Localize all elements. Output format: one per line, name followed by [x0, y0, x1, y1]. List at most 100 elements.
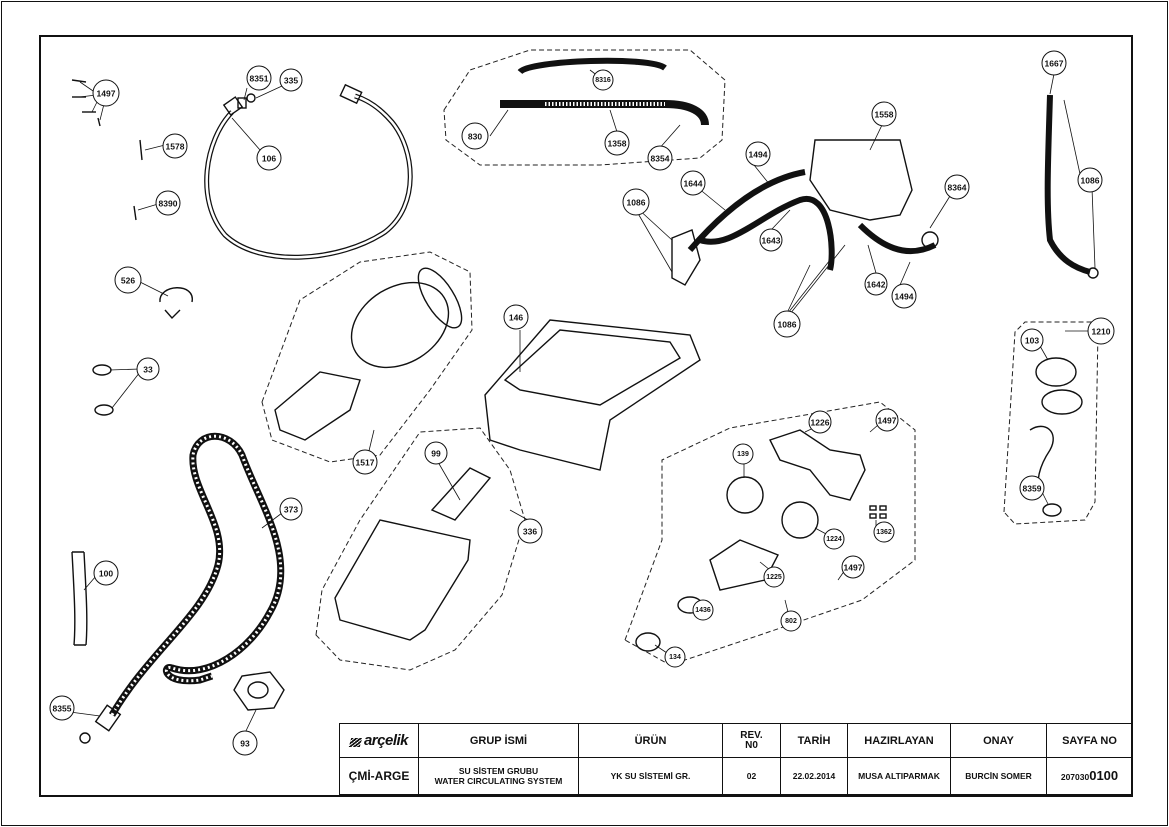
- callout-circle: [1087, 317, 1115, 345]
- callout-label: 99: [431, 449, 441, 459]
- bracket-1226: [769, 429, 866, 501]
- callout-label: 802: [785, 618, 797, 625]
- bracket-93: [233, 671, 285, 711]
- pump-group-outline: [624, 401, 916, 666]
- callout-1086: 1086: [773, 310, 801, 338]
- callout-circle: [424, 441, 448, 465]
- callout-circle: [873, 521, 895, 543]
- callout-99: 99: [424, 441, 448, 465]
- drawing-border: [39, 35, 1133, 797]
- clamp-526: [159, 287, 193, 320]
- title-block: arçelik GRUP İSMİ ÜRÜN REV. N0 TARİH HAZ…: [339, 723, 1133, 795]
- inlet-hose-106-inner: [205, 94, 412, 259]
- callout-8355: 8355: [49, 695, 75, 721]
- callout-label: 1362: [876, 529, 892, 536]
- filter-8351: [237, 97, 247, 109]
- callout-label: 1643: [762, 236, 781, 246]
- callout-circle: [780, 610, 802, 632]
- rev-value: 02: [722, 757, 781, 795]
- callout-circle: [808, 410, 832, 434]
- callout-label: 1517: [356, 458, 375, 468]
- callout-1086: 1086: [1077, 167, 1103, 193]
- callout-circle: [279, 497, 303, 521]
- product-value: YK SU SİSTEMİ GR.: [578, 757, 723, 795]
- callout-circle: [246, 65, 272, 91]
- callout-1643: 1643: [759, 228, 783, 252]
- callout-802: 802: [780, 610, 802, 632]
- callout-1497: 1497: [841, 555, 865, 579]
- callout-1225: 1225: [763, 566, 785, 588]
- clamp-8359: [1042, 503, 1062, 517]
- callout-8351: 8351: [246, 65, 272, 91]
- screws-1497: [71, 79, 101, 127]
- callout-8364: 8364: [944, 174, 970, 200]
- leader-lines: [69, 69, 1096, 736]
- callout-1517: 1517: [352, 449, 378, 475]
- page-number: 0100: [1089, 768, 1119, 783]
- callout-8390: 8390: [155, 190, 181, 216]
- callout-circle: [745, 141, 771, 167]
- callout-1558: 1558: [871, 101, 897, 127]
- hose-1667: [1044, 94, 1091, 275]
- callout-103: 103: [1020, 328, 1044, 352]
- callout-circle: [162, 133, 188, 159]
- callout-33: 33: [136, 357, 160, 381]
- date-value: 22.02.2014: [780, 757, 848, 795]
- callout-circle: [871, 101, 897, 127]
- callout-1644: 1644: [680, 170, 706, 196]
- callout-134: 134: [664, 646, 686, 668]
- product-header: ÜRÜN: [578, 723, 723, 758]
- siphon-99: [430, 467, 492, 521]
- callout-circle: [256, 145, 282, 171]
- callout-circle: [279, 68, 303, 92]
- screw-1578: [139, 139, 143, 161]
- callout-label: 1436: [695, 607, 711, 614]
- callout-93: 93: [232, 730, 258, 756]
- callout-106: 106: [256, 145, 282, 171]
- drain-hose-373-inner: [110, 434, 283, 716]
- group-name-en: WATER CIRCULATING SYSTEM: [434, 776, 563, 786]
- callout-circle: [592, 69, 614, 91]
- clamp-8364: [921, 231, 939, 249]
- date-header: TARİH: [780, 723, 848, 758]
- callout-8359: 8359: [1019, 475, 1045, 501]
- detergent-housing-146: [484, 319, 701, 471]
- callout-circle: [647, 145, 673, 171]
- callout-1224: 1224: [823, 528, 845, 550]
- callout-label: 373: [284, 505, 298, 515]
- callout-label: 1086: [778, 320, 797, 330]
- group-name-tr: SU SİSTEM GRUBU: [458, 766, 539, 776]
- callout-146: 146: [503, 304, 529, 330]
- callout-label: 1086: [1081, 176, 1100, 186]
- callout-circle: [692, 599, 714, 621]
- rev-header: REV. N0: [722, 723, 781, 758]
- group-outlines: [261, 49, 1099, 671]
- callout-label: 1494: [749, 150, 768, 160]
- callout-circle: [1077, 167, 1103, 193]
- callout-label: 139: [737, 451, 749, 458]
- callout-label: 1644: [684, 179, 703, 189]
- callout-circle: [232, 730, 258, 756]
- callout-circle: [732, 443, 754, 465]
- pipe-100: [71, 551, 88, 646]
- callout-circle: [891, 283, 917, 309]
- hose-8316: [517, 57, 667, 75]
- callout-circle: [136, 357, 160, 381]
- callout-label: 1497: [844, 563, 863, 573]
- callout-1494: 1494: [745, 141, 771, 167]
- hose-nut-end: [339, 83, 363, 105]
- callout-circle: [604, 130, 630, 156]
- callout-335: 335: [279, 68, 303, 92]
- callout-label: 1225: [766, 574, 782, 581]
- clamp-33-b: [94, 404, 114, 416]
- callout-label: 93: [240, 739, 250, 749]
- page-number-prefix: 207030: [1060, 772, 1090, 782]
- callout-label: 8316: [595, 77, 611, 84]
- callout-label: 1210: [1092, 327, 1111, 337]
- callout-label: 106: [262, 154, 276, 164]
- clip-1667: [1087, 267, 1099, 279]
- group-name-header: GRUP İSMİ: [418, 723, 579, 758]
- callout-label: 1667: [1045, 59, 1064, 69]
- hose-1643: [699, 195, 835, 271]
